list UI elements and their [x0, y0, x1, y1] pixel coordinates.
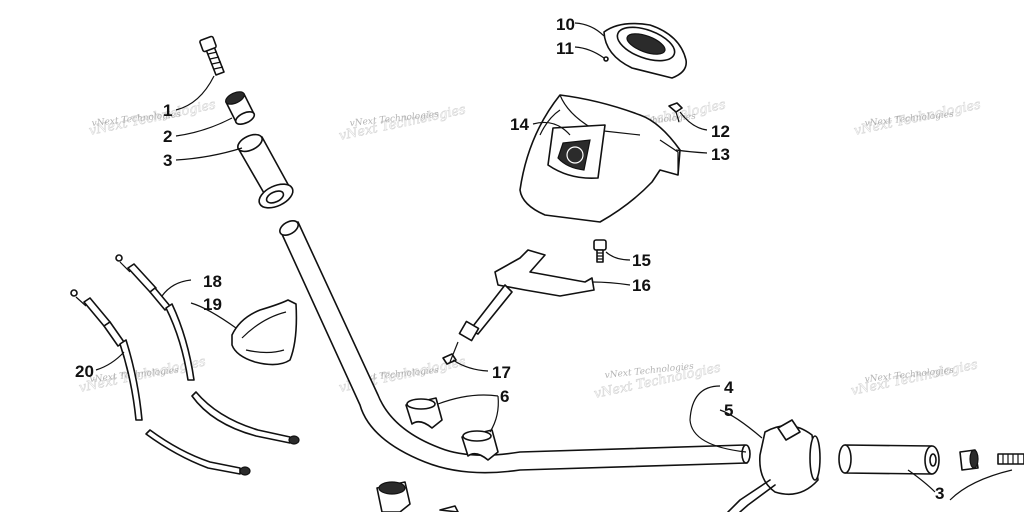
right-grip-assembly	[727, 419, 1024, 512]
callout-14: 14	[510, 115, 529, 134]
mount-bracket	[442, 239, 607, 365]
handlebar	[279, 219, 751, 474]
callout-12: 12	[711, 122, 730, 141]
callout-1: 1	[163, 101, 172, 120]
callout-3: 3	[163, 151, 172, 170]
callout-6: 6	[500, 387, 509, 406]
gauge	[603, 22, 688, 123]
watermark-layer: vNext Technologies vNext Technologies vN…	[77, 97, 982, 402]
callout-3-right: 3	[935, 484, 944, 503]
callout-11: 11	[556, 39, 574, 58]
callout-16: 16	[632, 276, 651, 295]
callout-17: 17	[492, 363, 511, 382]
callout-13: 13	[711, 145, 730, 164]
callout-2: 2	[163, 127, 172, 146]
callout-15: 15	[632, 251, 651, 270]
callout-18: 18	[203, 272, 222, 291]
callout-20: 20	[75, 362, 94, 381]
handlebar-clamps	[376, 397, 499, 512]
callout-5: 5	[724, 401, 733, 420]
leader-lines	[95, 22, 1013, 501]
callout-19: 19	[203, 295, 222, 314]
left-grip-assembly	[199, 35, 294, 209]
cables	[70, 254, 300, 476]
callout-4: 4	[724, 378, 734, 397]
callout-labels: 1 2 3 3 4 5 6 10 11 12 13 14 15 16 17 18…	[75, 15, 944, 503]
callout-10: 10	[556, 15, 575, 34]
